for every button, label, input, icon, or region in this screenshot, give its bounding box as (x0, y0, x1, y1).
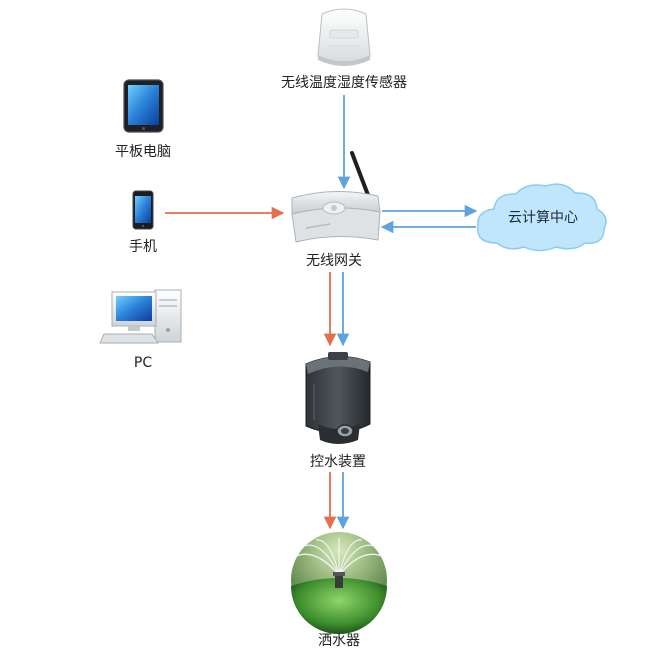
phone-icon (132, 190, 154, 230)
water-control-device-icon (305, 352, 371, 444)
connection-arrows (165, 95, 478, 530)
cloud-label: 云计算中心 (508, 210, 578, 226)
controller-label: 控水装置 (310, 454, 366, 470)
sensor-label: 无线温度湿度传感器 (281, 74, 407, 91)
sprinkler-icon (291, 532, 387, 634)
sensor-icon (317, 8, 371, 66)
gateway-label: 无线网关 (306, 253, 362, 269)
sprinkler-label: 洒水器 (318, 633, 360, 649)
phone-label: 手机 (129, 239, 157, 255)
tablet-node: 平板电脑 (115, 79, 171, 160)
tablet-label: 平板电脑 (115, 144, 171, 160)
pc-node: PC (99, 289, 182, 371)
phone-node: 手机 (129, 190, 157, 255)
cloud-icon (477, 183, 607, 252)
router-icon (291, 151, 381, 243)
gateway-node: 无线网关 (291, 151, 381, 269)
pc-icon (99, 289, 182, 344)
sensor-node: 无线温度湿度传感器 (281, 8, 407, 91)
sprinkler-node: 洒水器 (291, 532, 387, 649)
cloud-node: 云计算中心 (477, 183, 607, 252)
controller-node: 控水装置 (305, 352, 371, 470)
pc-label: PC (134, 355, 152, 371)
tablet-icon (123, 79, 164, 133)
